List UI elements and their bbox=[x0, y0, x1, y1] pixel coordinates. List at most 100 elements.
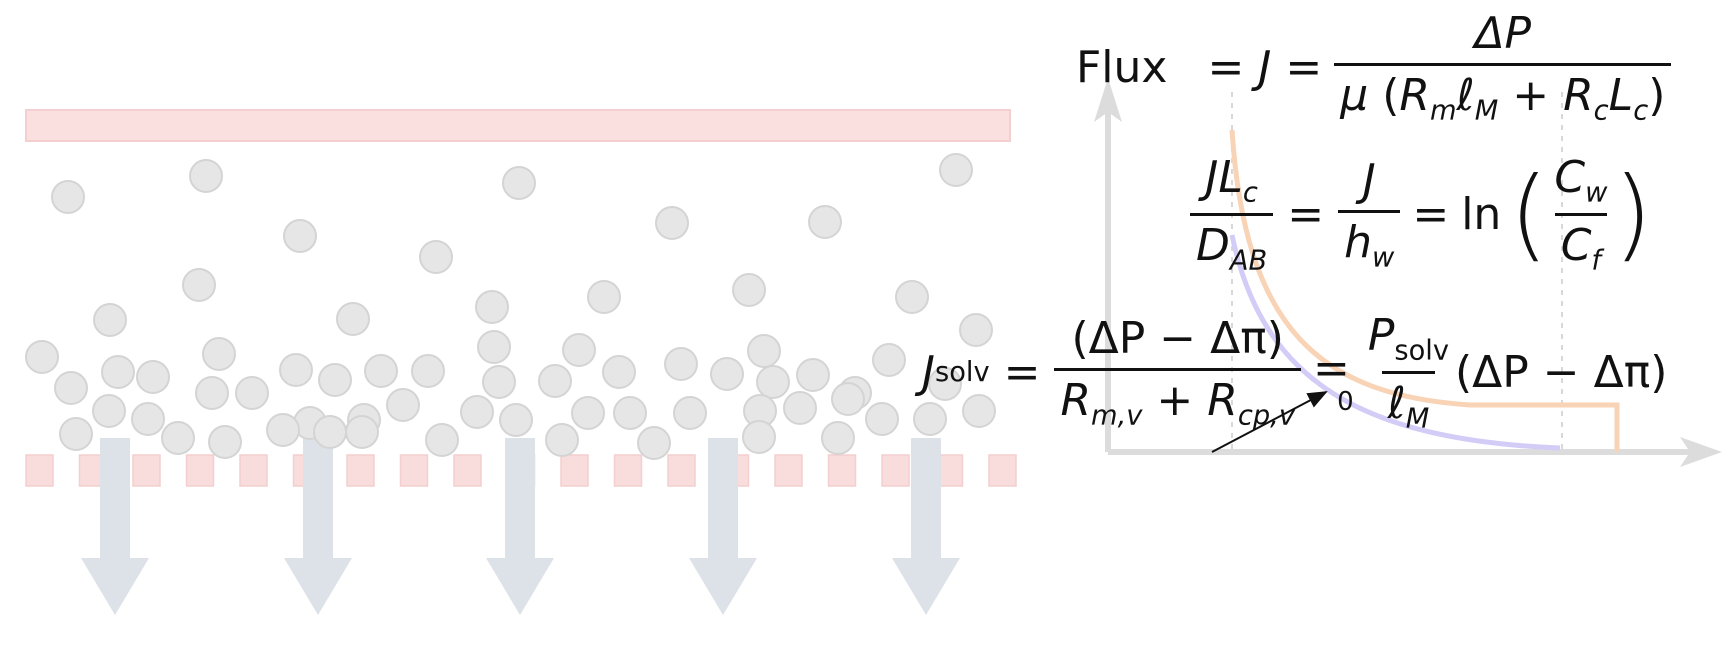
particle bbox=[831, 382, 865, 416]
particle bbox=[202, 337, 236, 371]
pressure-difference-rhs: (ΔP − Δπ) bbox=[1455, 346, 1668, 398]
sub-M: M bbox=[1474, 95, 1499, 127]
membrane-pore bbox=[25, 454, 54, 487]
right-paren: ) bbox=[1613, 155, 1653, 273]
j-symbol: J bbox=[922, 346, 935, 398]
particle bbox=[602, 355, 636, 389]
sub-w: w bbox=[1372, 242, 1395, 274]
sub-c: c bbox=[1633, 95, 1649, 127]
particle bbox=[101, 355, 135, 389]
particle bbox=[673, 396, 707, 430]
h-symbol: h bbox=[1344, 216, 1373, 268]
eq-sign: = bbox=[1412, 188, 1450, 240]
sub-w: w bbox=[1585, 177, 1608, 209]
ell-symbol: ℓ bbox=[1456, 70, 1475, 121]
eq-sign: = bbox=[1287, 188, 1325, 240]
plot-y-arrowhead bbox=[1094, 78, 1122, 122]
particle bbox=[92, 394, 126, 428]
sub-f: f bbox=[1591, 245, 1602, 277]
p-symbol: P bbox=[1367, 310, 1395, 361]
permeate-arrow bbox=[689, 438, 757, 615]
membrane-pore bbox=[239, 454, 268, 487]
eq-sign: = bbox=[1207, 41, 1245, 93]
particle bbox=[460, 395, 494, 429]
particle bbox=[587, 280, 621, 314]
j-symbol: J bbox=[1362, 154, 1376, 206]
particle bbox=[51, 180, 85, 214]
particle bbox=[482, 365, 516, 399]
flux-plot bbox=[1094, 78, 1722, 467]
pressure-difference: (ΔP − Δπ) bbox=[1071, 312, 1284, 364]
resistance-sum: Rm,v + Rcp,v bbox=[1054, 367, 1301, 432]
particle bbox=[283, 219, 317, 253]
particle bbox=[502, 166, 536, 200]
particle bbox=[821, 421, 855, 455]
particle bbox=[345, 415, 379, 449]
peclet-denominator: DAB bbox=[1190, 212, 1274, 277]
membrane-pore bbox=[346, 454, 375, 487]
particle bbox=[336, 302, 370, 336]
membrane-pore bbox=[132, 454, 161, 487]
particle bbox=[386, 388, 420, 422]
particle bbox=[756, 365, 790, 399]
particle bbox=[279, 353, 313, 387]
zero-annotation: 0 bbox=[1337, 386, 1354, 417]
particle bbox=[419, 240, 453, 274]
flux-fraction: ΔP μ (RmℓM + RcLc) bbox=[1334, 8, 1672, 127]
particle bbox=[477, 330, 511, 364]
permeate-arrow bbox=[284, 438, 352, 615]
mass-transfer-equation: JLc DAB = J hw = ln ( Cw Cf ) bbox=[1190, 152, 1652, 276]
permeate-arrow bbox=[892, 438, 960, 615]
ell-symbol: ℓ bbox=[1387, 377, 1406, 429]
c-symbol: C bbox=[1554, 152, 1586, 203]
particle bbox=[93, 303, 127, 337]
membrane-pore bbox=[453, 454, 482, 487]
particle bbox=[872, 343, 906, 377]
j-over-hw-numerator: J bbox=[1357, 155, 1382, 210]
membrane-pore bbox=[667, 454, 696, 487]
membrane-pore bbox=[560, 454, 589, 487]
eq-sign: = bbox=[1285, 41, 1323, 93]
r-symbol: R bbox=[1399, 70, 1430, 121]
particle bbox=[25, 340, 59, 374]
flux-symbol-j: J bbox=[1258, 41, 1272, 93]
particle bbox=[865, 402, 899, 436]
flux-curve-orange bbox=[1229, 129, 1620, 452]
r-symbol: R bbox=[1207, 374, 1238, 426]
particle bbox=[710, 357, 744, 391]
sub-cpv: cp,v bbox=[1237, 400, 1295, 432]
l-symbol: L bbox=[1608, 70, 1634, 121]
flux-equation: Flux = J = ΔP μ (RmℓM + RcLc) bbox=[1076, 8, 1672, 127]
particle bbox=[637, 426, 671, 460]
concentration-numerator: Cw bbox=[1548, 152, 1613, 213]
particle bbox=[808, 205, 842, 239]
membrane-pore bbox=[988, 454, 1017, 487]
particle bbox=[545, 423, 579, 457]
flux-numerator: ΔP bbox=[1468, 8, 1537, 63]
sub-solv: solv bbox=[1394, 335, 1450, 367]
sub-m: m bbox=[1429, 95, 1457, 127]
sub-ab: AB bbox=[1229, 245, 1268, 277]
mu-symbol: μ bbox=[1340, 70, 1369, 121]
particle bbox=[613, 396, 647, 430]
sub-solv: solv bbox=[934, 356, 990, 388]
flux-denominator: μ (RmℓM + RcLc) bbox=[1334, 63, 1672, 127]
sub-c: c bbox=[1593, 95, 1609, 127]
plus-sign: + bbox=[1512, 70, 1550, 121]
particle bbox=[189, 159, 223, 193]
particle bbox=[913, 402, 947, 436]
permeate-arrows bbox=[81, 438, 960, 615]
delta-p: ΔP bbox=[1474, 8, 1532, 59]
particle bbox=[54, 371, 88, 405]
concentration-ratio: Cw Cf bbox=[1548, 152, 1613, 276]
particle bbox=[208, 425, 242, 459]
r-symbol: R bbox=[1060, 374, 1092, 426]
particle bbox=[499, 403, 533, 437]
l-symbol: L bbox=[1218, 152, 1243, 203]
particle bbox=[664, 347, 698, 381]
permeability-denominator: ℓM bbox=[1381, 370, 1436, 434]
particle bbox=[313, 415, 347, 449]
membrane-pore bbox=[881, 454, 910, 487]
particle bbox=[266, 413, 300, 447]
particle bbox=[959, 313, 993, 347]
